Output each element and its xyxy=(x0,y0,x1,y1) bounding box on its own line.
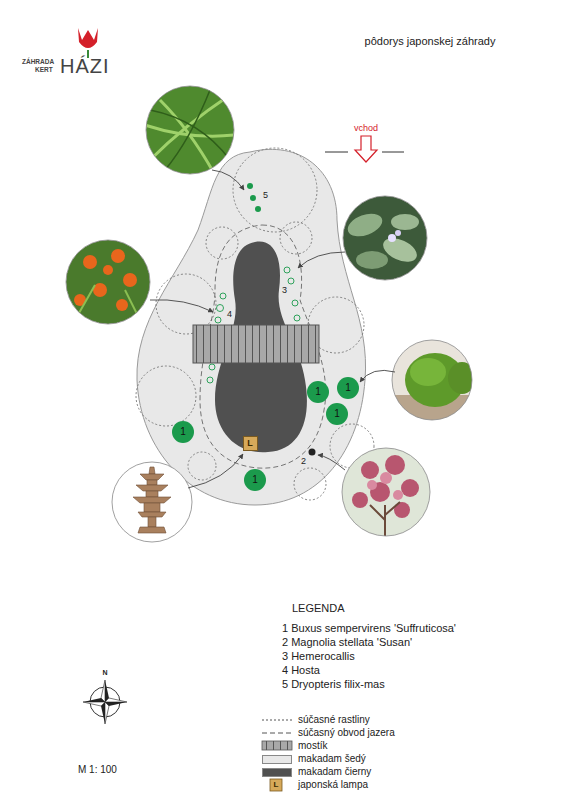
current-plants xyxy=(136,148,374,500)
legend-entry: súčasný obvod jazera xyxy=(298,727,395,739)
legend-samples xyxy=(262,720,292,791)
photo-frame xyxy=(343,196,427,280)
hosta-photo xyxy=(343,196,427,280)
lamp-box: L xyxy=(243,436,258,451)
legend-entry: makadam šedý xyxy=(298,753,366,765)
legend-entry: japonská lampa xyxy=(298,779,368,791)
legend-entry: mostík xyxy=(298,740,327,752)
callout-number: 1 xyxy=(315,386,321,398)
callout-number: L xyxy=(247,438,253,448)
callout-number: 4 xyxy=(227,309,232,319)
legend-entry: 3 Hemerocallis xyxy=(282,650,355,663)
legend-entry: 5 Dryopteris filix-mas xyxy=(282,678,385,691)
gravel-ground xyxy=(137,149,366,505)
title: pôdorys japonskej záhrady xyxy=(365,35,496,48)
compass-rose xyxy=(83,680,127,724)
legend-sample-letter: L xyxy=(274,780,279,789)
fern-dots xyxy=(247,183,261,212)
plant-circle: 1 xyxy=(307,381,329,403)
callout-number: 1 xyxy=(345,382,351,394)
fern-photo xyxy=(145,86,235,175)
boxwood-photo xyxy=(392,340,476,425)
leader-arrows xyxy=(150,170,395,488)
lamp-photo xyxy=(112,462,192,542)
callout-number: 1 xyxy=(180,426,186,438)
plant-circle: 1 xyxy=(172,421,194,443)
logo-text: KERT xyxy=(35,66,53,73)
callout-number: 5 xyxy=(263,190,268,200)
photo-frame xyxy=(392,340,472,420)
daylily-photo xyxy=(66,240,150,324)
logo-text: ZÁHRADA xyxy=(22,58,54,65)
plant-circle: 1 xyxy=(326,403,348,425)
legend-entry: 4 Hosta xyxy=(282,664,320,677)
logo-tulip xyxy=(78,28,98,58)
logo-text: HÁZI xyxy=(60,55,110,78)
magnolia-dot xyxy=(309,449,316,456)
entrance-label: vchod xyxy=(354,123,378,133)
callout-number: 1 xyxy=(252,474,258,486)
legend-heading: LEGENDA xyxy=(292,602,345,615)
photo-frame xyxy=(146,86,234,174)
compass-label: N xyxy=(102,669,107,677)
bridge xyxy=(193,325,319,363)
legend-entry: 1 Buxus sempervirens 'Suffruticosa' xyxy=(282,622,456,635)
photo-frame xyxy=(342,448,430,536)
legend-swatch xyxy=(262,768,292,777)
magnolia-photo xyxy=(342,448,430,536)
legend-entry: 2 Magnolia stellata 'Susan' xyxy=(282,636,412,649)
photo-frame xyxy=(66,240,150,324)
entrance-arrow xyxy=(325,136,404,162)
legend-entry: makadam čierny xyxy=(298,766,371,778)
daylily-marks xyxy=(207,293,226,383)
callout-number: 3 xyxy=(282,285,287,295)
legend-swatch xyxy=(262,755,292,764)
scale-label: M 1: 100 xyxy=(78,764,117,776)
callout-number: 2 xyxy=(301,456,306,466)
plant-circle: 1 xyxy=(337,377,359,399)
legend-entry: súčasné rastliny xyxy=(298,714,370,726)
plant-circle: 1 xyxy=(244,469,266,491)
callout-number: 1 xyxy=(334,408,340,420)
